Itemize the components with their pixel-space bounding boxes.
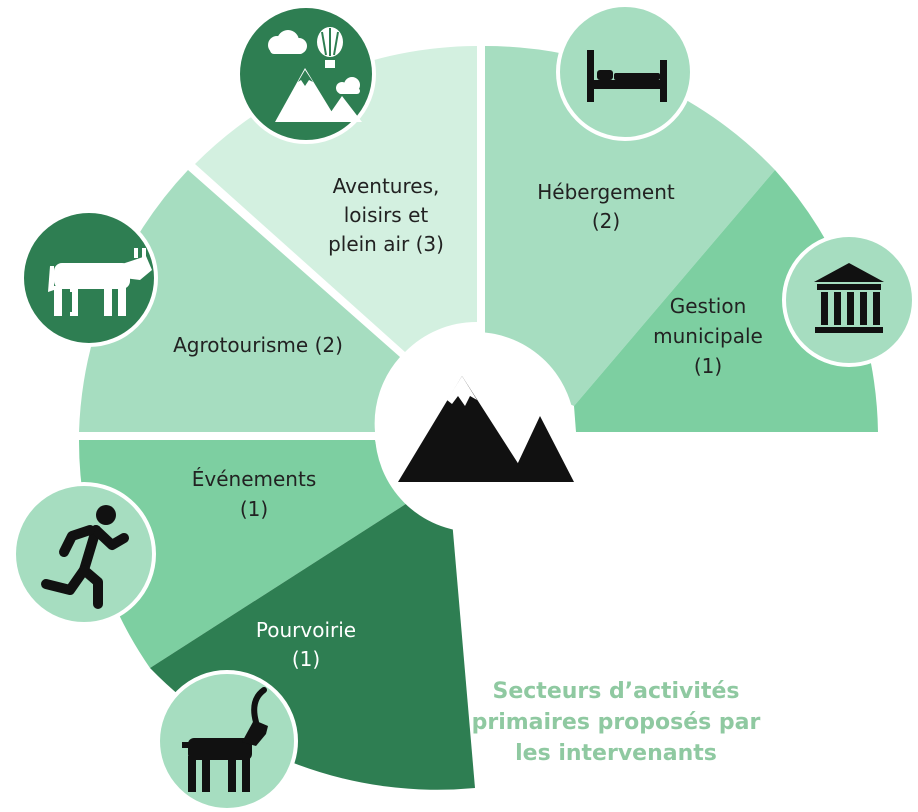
sector-evenements [78,440,413,668]
sector-hebergement [485,45,775,406]
label-hebergement-line2: (2) [592,209,620,233]
label-agrotourisme: Agrotourisme (2) [173,333,343,357]
label-aventures-line1: Aventures, [333,174,440,198]
caption-line2: primaires proposés par [471,710,761,735]
mountain-icon [398,376,574,482]
caption-line3: les intervenants [515,741,717,766]
caption-line1: Secteurs d’activités [492,679,740,704]
label-evenements-line2: (1) [240,497,268,521]
runner-icon [12,482,156,626]
label-gestion-line3: (1) [694,354,722,378]
diagram-caption: Secteurs d’activités primaires proposés … [440,676,792,769]
label-aventures-line2: loisirs et [344,203,429,227]
sector-gestion-municipale [574,170,878,432]
bed-icon [556,3,694,141]
label-gestion-line1: Gestion [670,294,747,318]
label-gestion-line2: municipale [653,324,763,348]
label-evenements-line1: Événements [192,467,316,491]
sector-agrotourisme [79,170,400,432]
ibex-icon [156,670,298,812]
building-icon [782,233,916,367]
cow-icon [20,209,158,347]
label-pourvoirie-line2: (1) [292,647,320,671]
label-aventures-line3: plein air (3) [328,232,444,256]
label-hebergement-line1: Hébergement [537,180,675,204]
mountain-balloon-icon [236,4,376,144]
label-pourvoirie-line1: Pourvoirie [256,618,356,642]
